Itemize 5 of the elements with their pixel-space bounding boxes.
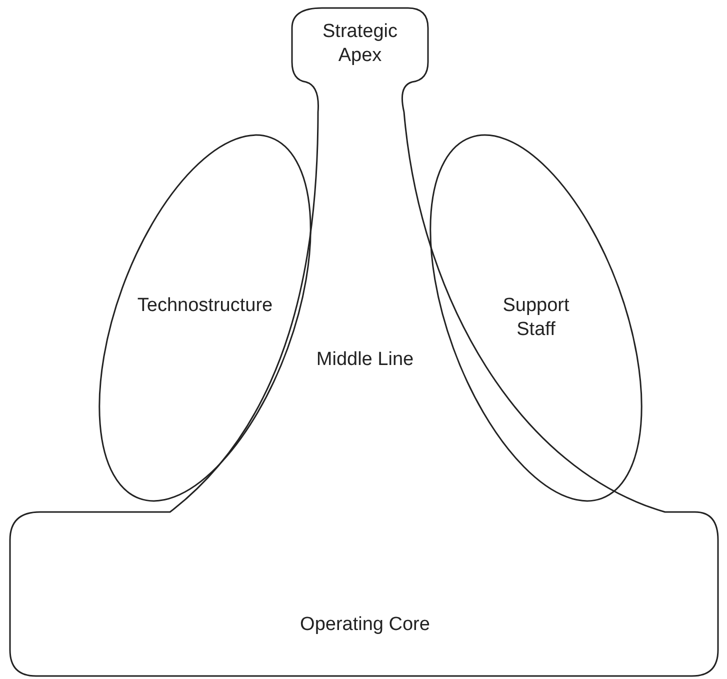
part-label: Middle Line	[310, 330, 420, 390]
part-label: Support Staff	[502, 294, 570, 342]
part-label: Operating Core	[250, 610, 480, 640]
part-label: Technostructure	[136, 294, 274, 318]
part-label: Strategic Apex	[300, 8, 420, 80]
